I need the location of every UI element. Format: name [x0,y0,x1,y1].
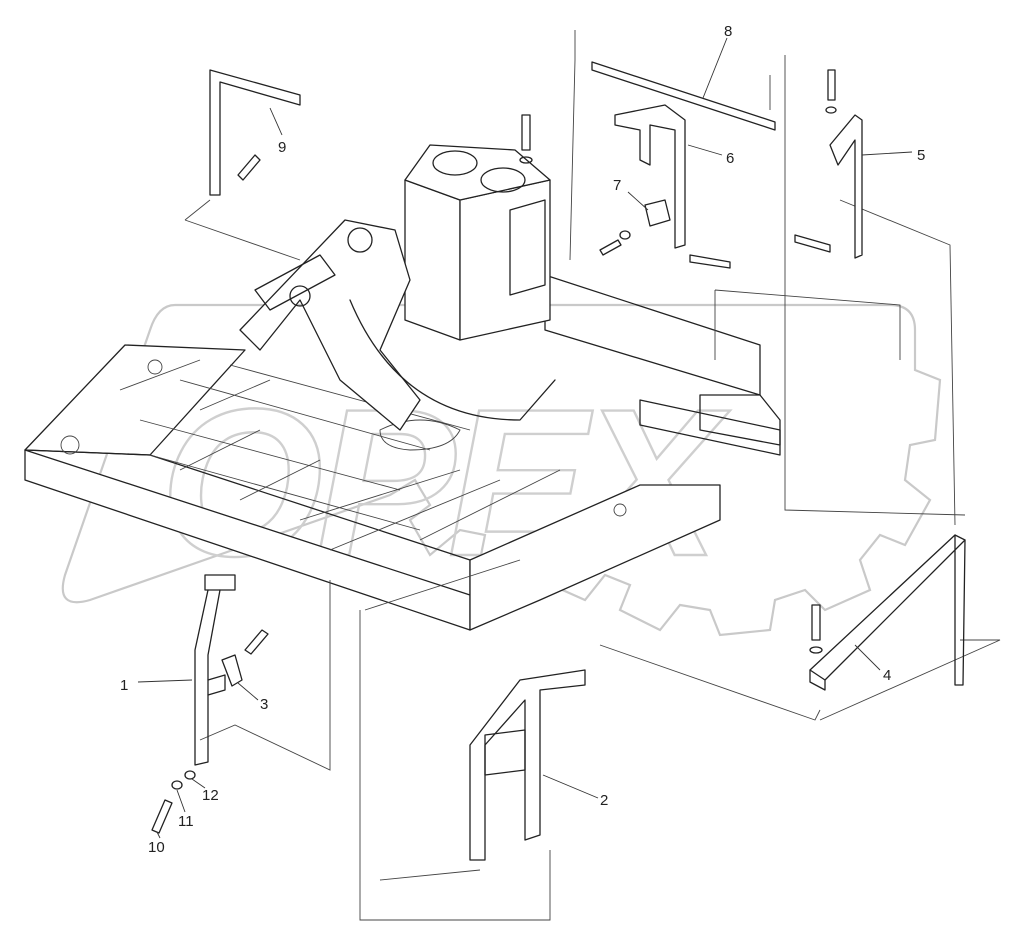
leader-6 [687,144,723,156]
callout-leaders [137,37,913,839]
bolt-center-top [519,114,533,164]
reference-line-2 [359,559,551,921]
washer-12 [184,770,196,780]
tower-side-panel [509,199,546,296]
part-9-bracket [209,69,301,196]
bolt-upper-1 [244,629,269,655]
leader-5 [861,151,913,156]
callout-label-12: 12 [202,787,219,804]
part-8-bar [591,61,776,131]
bolt-part-5-side [794,234,831,253]
callout-label-1: 1 [120,677,128,694]
washer-part-4 [809,646,823,654]
boom-pivot-lower [289,285,311,307]
part-7-clip [599,199,671,256]
tower-port-left [432,150,478,176]
main-frame [24,274,781,631]
bolt-part-7 [599,239,622,256]
part-5-bracket [794,69,863,259]
washer-11 [171,780,183,790]
part-5-body [829,114,863,259]
reference-line-1 [199,580,331,771]
leader-4 [854,644,881,671]
tower-box [404,179,461,341]
callout-label-5: 5 [917,147,925,164]
part-4-foot [809,669,826,691]
part-3-clip [221,654,243,687]
reference-lines [184,30,1001,921]
frame-right-side-beam [699,394,781,446]
callout-label-9: 9 [278,139,286,156]
fastener-stack-10-12 [151,629,269,834]
bolt-part-4 [811,604,821,641]
bolt-part-6 [689,254,731,269]
leader-12 [191,778,206,789]
washer-part-7 [619,230,631,240]
reference-line-6-8 [569,30,966,516]
callout-label-10: 10 [148,839,165,856]
leader-11 [176,789,186,813]
tower-port-right [480,167,526,193]
part-7-body [644,199,671,227]
part-1-leg [194,589,221,766]
frame-right-section [469,484,721,631]
part-6-body [614,104,686,249]
boom-pivot-upper [347,227,373,253]
callout-label-3: 3 [260,696,268,713]
reference-line-5 [714,199,956,526]
tower-top [404,144,551,201]
bolt-part-9 [237,154,261,181]
frame-hole-center [147,359,163,375]
leader-10 [156,831,161,839]
frame-right-crossbar [639,399,781,456]
part-1-bracket [194,574,236,766]
watermark-text: OPEX [160,365,730,600]
part-2-frame [469,669,586,861]
tower-base-arc [349,299,556,421]
part-1-gusset [207,674,226,696]
callout-label-8: 8 [724,23,732,40]
callout-label-6: 6 [726,150,734,167]
reference-line-4 [599,639,1001,721]
tower-box-right [459,179,551,341]
callout-label-2: 2 [600,792,608,809]
hydraulic-bracket-left [254,254,336,311]
callout-label-4: 4 [883,667,891,684]
bolt-10 [151,799,173,834]
callout-label-11: 11 [178,813,194,830]
part-4-leg [954,534,966,686]
frame-inner-ribs [119,359,561,551]
frame-oval-cutout [379,419,461,451]
washer-part-5 [825,106,837,114]
leader-2 [542,774,599,799]
part-2-plate [484,729,526,776]
part-4-strut [809,534,966,691]
leader-7 [627,191,649,211]
part-2-body [469,669,586,861]
callout-labels: 1 2 3 4 5 6 7 8 9 10 11 12 [120,23,925,856]
leader-8 [702,37,728,99]
leader-3 [237,682,259,701]
bolt-part-5 [827,69,836,101]
frame-hole-left [60,435,80,455]
frame-hole-right [613,503,627,517]
boom-arm [239,219,421,431]
part-6-bracket [614,104,731,269]
part-1-body [204,574,236,591]
part-9-body [209,69,301,196]
part-3-body [221,654,243,687]
watermark-logo: OPEX [61,303,942,637]
part-8-body [591,61,776,131]
washer-center [519,156,533,164]
leader-1 [137,679,193,683]
bolt-center [521,114,531,151]
reference-line-9 [184,199,301,261]
leader-9 [269,107,283,136]
callout-label-7: 7 [613,177,621,194]
central-tower [239,144,556,431]
